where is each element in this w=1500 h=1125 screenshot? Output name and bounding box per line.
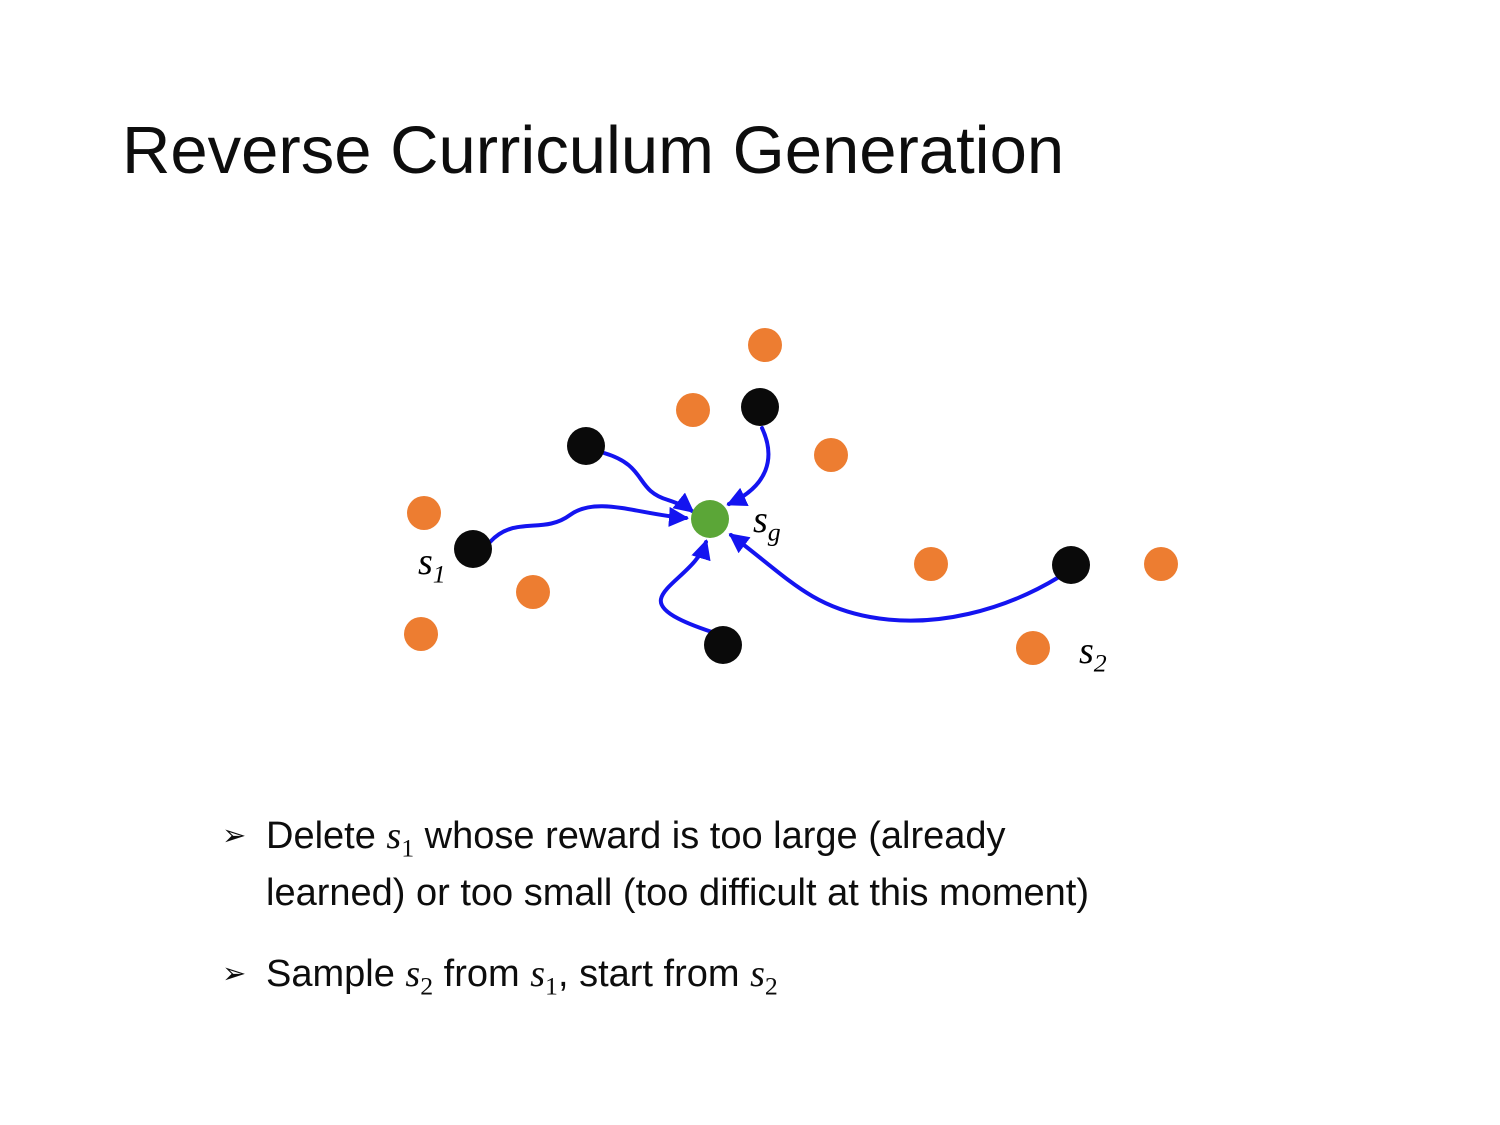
state-dot-black-s1 [454,530,492,568]
state-dot-orange [1144,547,1178,581]
trajectory-group [488,426,1061,636]
bullet-text: Sample s2 from s1, start from s2 [266,953,778,1001]
state-dot-orange [914,547,948,581]
math-symbol: s1 [386,815,415,863]
trajectory-from-s1 [488,504,689,544]
state-dot-black [1052,546,1090,584]
goal-state-dot [691,500,729,538]
bullet-item: ➢ Delete s1 whose reward is too large (al… [222,808,1362,922]
state-dot-black [567,427,605,465]
math-symbol: s1 [530,953,558,1001]
trajectory-right-long [728,533,1061,623]
bullet-text: Delete s1 whose reward is too large (alr… [266,815,1089,914]
trajectory-top-right [726,426,771,506]
math-symbol: s2 [750,953,778,1001]
trajectory-upper-left [602,451,695,513]
state-dot-orange [516,575,550,609]
state-dot-orange [748,328,782,362]
bullet-list: ➢ Delete s1 whose reward is too large (al… [222,808,1362,1003]
trajectory-bottom [658,539,720,636]
state-dot-orange [814,438,848,472]
state-dot-orange [404,617,438,651]
bullet-marker-icon: ➢ [222,956,247,990]
slide-title: Reverse Curriculum Generation [122,113,1065,188]
state-dot-orange [407,496,441,530]
bullet-item: ➢ Sample s2 from s1, start from s2 [222,946,1362,1003]
dot-group [404,328,1178,665]
state-dot-orange-s2 [1016,631,1050,665]
state-dot-black [741,388,779,426]
state-dot-orange [676,393,710,427]
state-dot-black [704,626,742,664]
bullet-marker-icon: ➢ [222,818,247,852]
math-symbol: s2 [405,953,434,1001]
